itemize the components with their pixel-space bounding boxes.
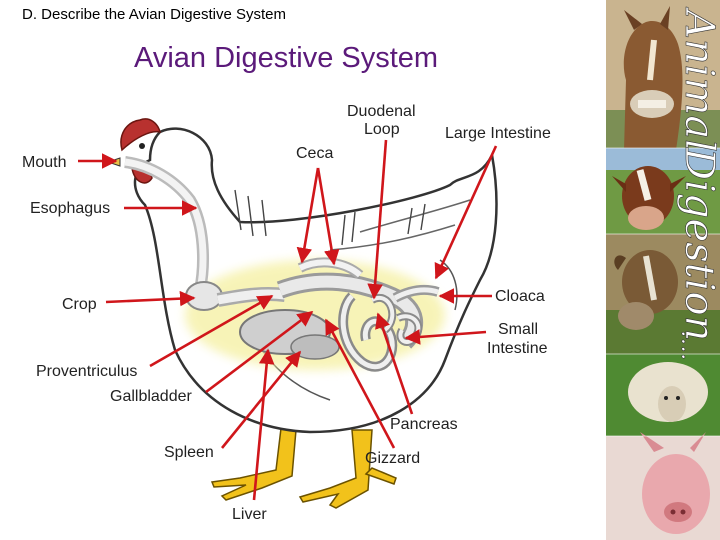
label-small-intestine-line2: Intestine <box>487 340 548 357</box>
label-duodenal-loop-line2: Loop <box>364 121 400 138</box>
banner-word-animal: Animal <box>676 6 720 152</box>
label-esophagus: Esophagus <box>30 200 110 217</box>
label-large-intestine: Large Intestine <box>445 125 551 142</box>
label-spleen: Spleen <box>164 444 214 461</box>
label-proventriculus: Proventriculus <box>36 363 137 380</box>
label-pancreas: Pancreas <box>390 416 458 433</box>
label-gizzard: Gizzard <box>365 450 420 467</box>
label-ceca: Ceca <box>296 145 333 162</box>
banner-word-digestion: Digestion <box>676 147 720 341</box>
label-crop: Crop <box>62 296 97 313</box>
label-liver: Liver <box>232 506 267 523</box>
label-mouth: Mouth <box>22 154 66 171</box>
side-banner: Animal Digestion .... <box>606 0 720 540</box>
chicken-digestive-diagram: Mouth Esophagus Crop Proventriculus Gall… <box>0 0 606 540</box>
label-small-intestine-line1: Small <box>498 321 538 338</box>
label-duodenal-loop-line1: Duodenal <box>347 103 416 120</box>
label-gallbladder: Gallbladder <box>110 388 193 405</box>
banner-ellipsis: .... <box>676 330 704 361</box>
label-cloaca: Cloaca <box>495 288 545 305</box>
